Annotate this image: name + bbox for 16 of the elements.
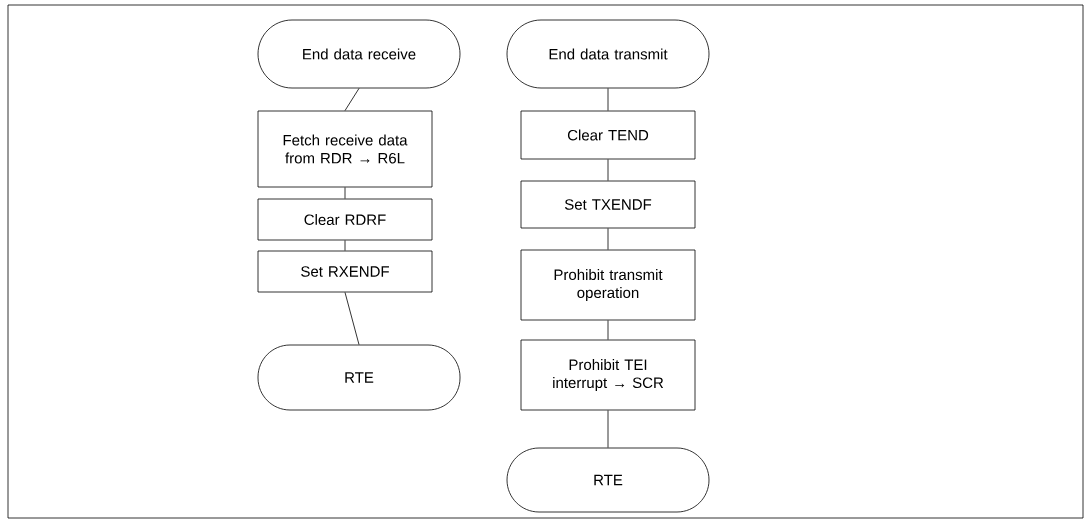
connector-line [607, 320, 609, 340]
connector-line [344, 240, 346, 251]
process-box: Prohibit TEI interrupt → SCR [520, 339, 696, 411]
process-box: Clear TEND [520, 110, 696, 160]
connector-line [344, 88, 360, 111]
connector-line [607, 410, 609, 448]
process-box: Fetch receive data from RDR → R6L [257, 110, 433, 188]
connector-line [607, 88, 609, 111]
connector-line [344, 187, 346, 199]
process-box: Set TXENDF [520, 180, 696, 229]
connector-line [607, 159, 609, 181]
process-box: Prohibit transmit operation [520, 249, 696, 321]
connector-line [607, 228, 609, 250]
process-box: Clear RDRF [257, 198, 433, 241]
connector-line [344, 292, 360, 345]
process-box: Set RXENDF [257, 250, 433, 293]
